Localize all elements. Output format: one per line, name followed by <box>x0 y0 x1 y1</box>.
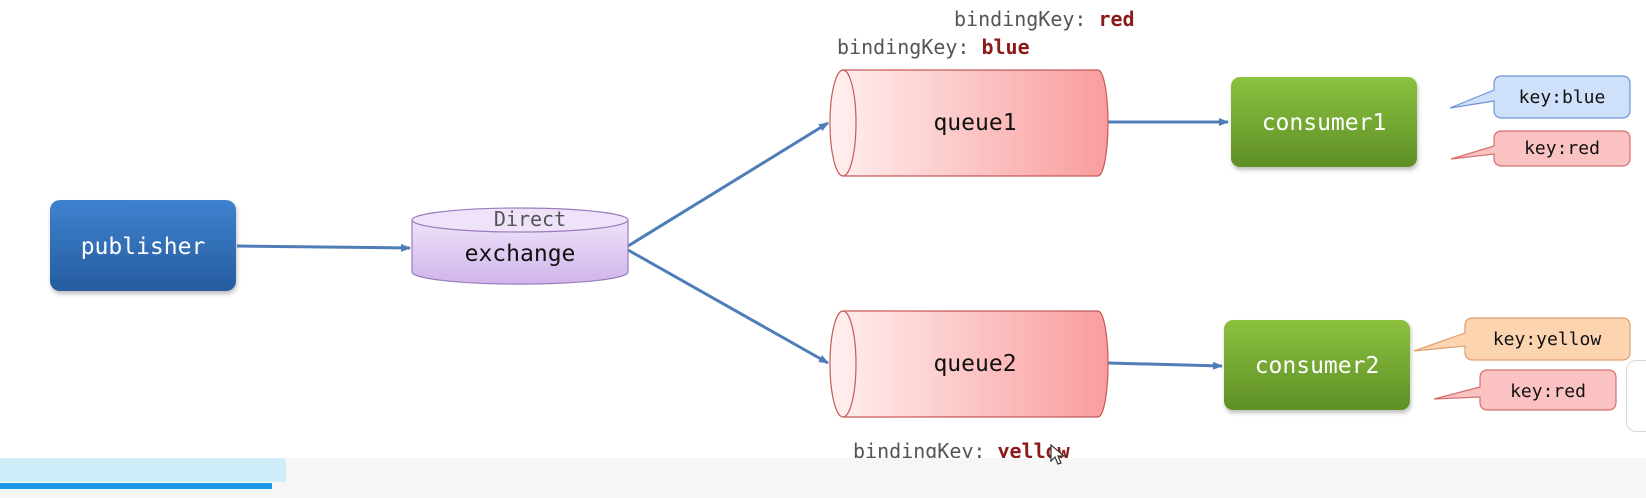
exchange-node: Direct exchange <box>411 207 629 285</box>
mouse-cursor-icon <box>1050 444 1066 465</box>
key-label-red-2: key:red <box>1510 381 1586 402</box>
video-progress-fill[interactable] <box>0 483 272 489</box>
arrow-exchange-to-queue1 <box>627 121 829 248</box>
progress-hover-preview <box>0 458 286 482</box>
key-label-blue: key:blue <box>1519 87 1606 108</box>
consumer1-label: consumer1 <box>1262 110 1387 136</box>
publisher-node: publisher <box>50 200 236 291</box>
key-label-red-1: key:red <box>1524 138 1600 159</box>
exchange-label: exchange <box>465 241 576 267</box>
consumer2-node: consumer2 <box>1224 320 1410 410</box>
queue2-label: queue2 <box>933 351 1016 377</box>
arrow-exchange-to-queue2 <box>627 248 829 365</box>
key-callout-consumer2-yellow: key:yellow <box>1413 317 1631 361</box>
consumer1-node: consumer1 <box>1231 77 1417 167</box>
key-callout-consumer1-blue: key:blue <box>1449 75 1631 119</box>
queue1-node: queue1 <box>829 69 1109 177</box>
binding-key-queue1-red: bindingKey:red <box>954 7 1135 31</box>
side-panel-handle[interactable] <box>1626 360 1646 432</box>
queue1-label: queue1 <box>933 110 1016 136</box>
arrow-queue2-to-consumer2 <box>1107 361 1223 370</box>
consumer2-label: consumer2 <box>1255 353 1380 379</box>
key-callout-consumer1-red: key:red <box>1450 130 1631 167</box>
key-label-yellow: key:yellow <box>1493 329 1602 350</box>
publisher-label: publisher <box>81 234 206 260</box>
arrow-publisher-to-exchange <box>236 243 411 252</box>
arrows <box>236 118 1229 370</box>
queue2-node: queue2 <box>829 310 1109 418</box>
exchange-type-label: Direct <box>494 207 566 231</box>
binding-key-queue1-blue: bindingKey:blue <box>837 35 1030 59</box>
key-callout-consumer2-red: key:red <box>1433 369 1617 411</box>
